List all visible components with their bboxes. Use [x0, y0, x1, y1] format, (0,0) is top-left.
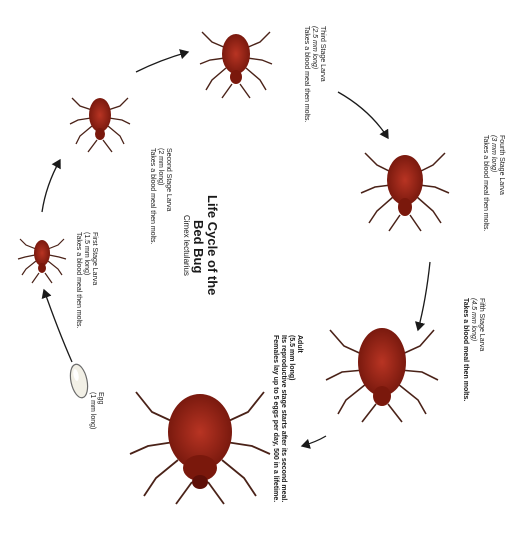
arrow-first-to-second: [42, 160, 60, 212]
arrow-fourth-to-fifth: [418, 262, 430, 330]
fifth-stage-label: Fifth Stage Larva (4.5 mm long) Takes a …: [461, 298, 485, 401]
egg-name: Egg: [96, 392, 104, 429]
fourth-stage-name: Fourth Stage Larva: [497, 135, 505, 232]
second-stage-name: Second Stage Larva: [164, 148, 172, 245]
arrow-fifth-to-adult: [302, 436, 326, 446]
adult-name: Adult: [295, 335, 303, 502]
fifth-stage-larva-illustration: [326, 328, 438, 422]
fifth-stage-size: (4.5 mm long): [469, 298, 477, 401]
second-stage-note: Takes a blood meal then molts.: [148, 148, 156, 245]
adult-note-2: Females lay up to 5 eggs per day, 500 in…: [271, 335, 279, 502]
adult-size: (5.5 mm long): [287, 335, 295, 502]
fourth-stage-note: Takes a blood meal then molts.: [481, 135, 489, 232]
diagram-title-scientific: Cimex lectularius: [182, 215, 191, 276]
adult-label: Adult (5.5 mm long) Its reproductive sta…: [271, 335, 303, 502]
adult-note-1: Its reproductive stage starts after its …: [279, 335, 287, 502]
arrow-second-to-third: [136, 52, 188, 72]
fourth-stage-label: Fourth Stage Larva (3 mm long) Takes a b…: [481, 135, 505, 232]
first-stage-larva-illustration: [18, 239, 66, 283]
third-stage-name: Third Stage Larva: [318, 26, 326, 123]
third-stage-size: (2.5 mm long): [310, 26, 318, 123]
egg-size: (1 mm long): [88, 392, 96, 429]
arrow-egg-to-first: [44, 290, 72, 362]
fourth-stage-larva-illustration: [361, 153, 449, 231]
first-stage-label: First Stage Larva (1.5 mm long) Takes a …: [74, 232, 98, 329]
arrow-third-to-fourth: [338, 92, 388, 138]
third-stage-note: Takes a blood meal then molts.: [302, 26, 310, 123]
second-stage-larva-illustration: [70, 98, 130, 152]
first-stage-name: First Stage Larva: [90, 232, 98, 329]
fourth-stage-size: (3 mm long): [489, 135, 497, 232]
fifth-stage-note: Takes a blood meal then molts.: [461, 298, 469, 401]
third-stage-larva-illustration: [200, 32, 272, 98]
first-stage-size: (1.5 mm long): [82, 232, 90, 329]
second-stage-size: (2 mm long): [156, 148, 164, 245]
first-stage-note: Takes a blood meal then molts.: [74, 232, 82, 329]
diagram-title-line2: Bed Bug: [190, 220, 205, 273]
third-stage-label: Third Stage Larva (2.5 mm long) Takes a …: [302, 26, 326, 123]
adult-illustration: [130, 392, 270, 504]
egg-label: Egg (1 mm long): [88, 392, 104, 429]
diagram-title-line1: Life Cycle of the: [204, 195, 219, 295]
fifth-stage-name: Fifth Stage Larva: [477, 298, 485, 401]
second-stage-label: Second Stage Larva (2 mm long) Takes a b…: [148, 148, 172, 245]
